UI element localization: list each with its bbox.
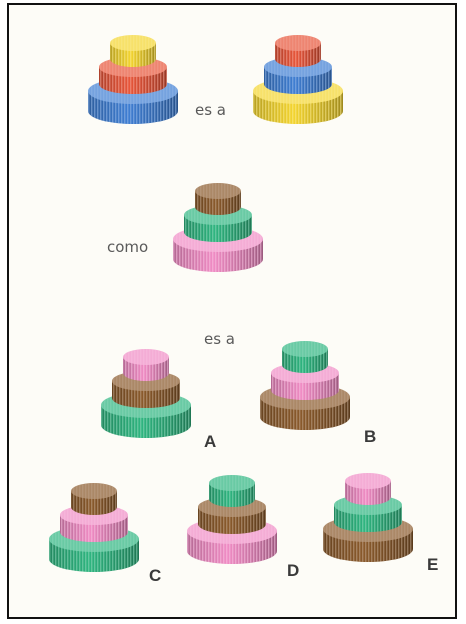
stack-option-a — [101, 349, 191, 438]
label-option-b: B — [364, 427, 377, 446]
stack-option-e — [323, 473, 413, 562]
text-es-a-1: es a — [195, 101, 227, 119]
label-option-a: A — [204, 432, 217, 451]
layer-top-pink — [345, 473, 391, 505]
text-es-a-2: es a — [204, 330, 236, 348]
layer-top-yellow — [110, 35, 156, 67]
stack-example-left — [88, 35, 178, 124]
text-como: como — [107, 238, 149, 256]
stack-option-c — [49, 483, 139, 572]
label-option-d: D — [287, 561, 300, 580]
layer-top-red — [275, 35, 321, 67]
layer-top-brown — [71, 483, 117, 515]
puzzle-frame: es a como es a A B C D E — [7, 3, 457, 619]
layer-top-brown — [195, 183, 241, 215]
stack-option-d — [187, 475, 277, 564]
stack-option-b — [260, 341, 350, 430]
layer-top-green — [282, 341, 328, 373]
layer-top-pink — [123, 349, 169, 381]
label-option-c: C — [149, 566, 162, 585]
layer-top-green — [209, 475, 255, 507]
stack-question — [173, 183, 263, 272]
label-option-e: E — [427, 555, 439, 574]
stack-example-right — [253, 35, 343, 124]
